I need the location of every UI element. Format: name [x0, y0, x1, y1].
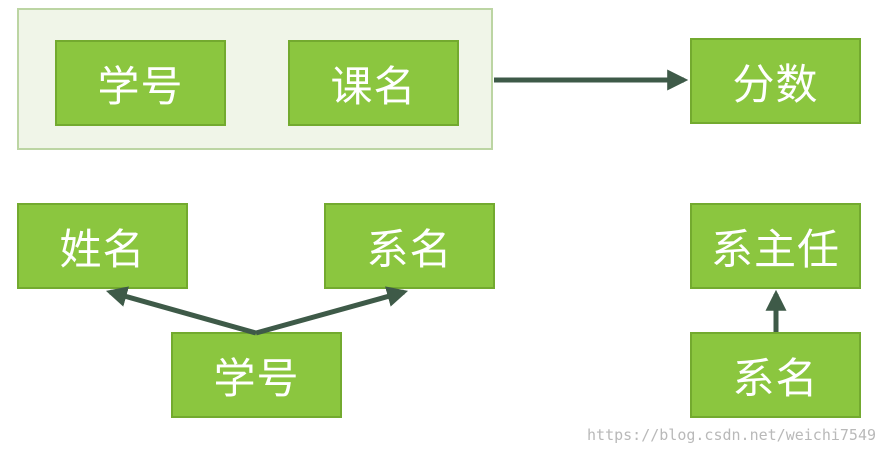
- node-student-id: 学号: [171, 332, 342, 418]
- node-course-name-in-group: 课名: [288, 40, 459, 126]
- watermark-text: https://blog.csdn.net/weichi7549: [587, 426, 876, 444]
- node-department-name: 系名: [324, 203, 495, 289]
- node-name: 姓名: [17, 203, 188, 289]
- node-student-id-in-group: 学号: [55, 40, 226, 126]
- node-score: 分数: [690, 38, 861, 124]
- arrow-student-id-to-name: [105, 286, 257, 336]
- node-department-head: 系主任: [690, 203, 861, 289]
- node-department-name-source: 系名: [690, 332, 861, 418]
- arrow-student-id-to-department: [255, 286, 409, 336]
